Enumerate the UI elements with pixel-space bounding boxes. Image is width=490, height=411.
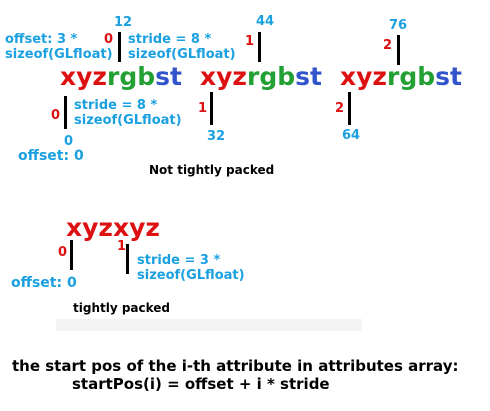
pointer-bar-32	[210, 92, 213, 125]
tight-stride-note: stride = 3 * sizeof(GLfloat)	[137, 253, 245, 283]
value-12: 12	[114, 15, 133, 30]
offset-note-line2: sizeof(GLfloat)	[5, 46, 113, 62]
divider-band	[56, 319, 362, 331]
value-64: 64	[342, 128, 361, 143]
marker-top-2: 2	[383, 38, 393, 53]
marker-top-1: 1	[245, 34, 255, 49]
formula-description: the start pos of the i-th attribute in a…	[12, 357, 459, 375]
tight-pointer-bar-1	[126, 244, 129, 274]
pointer-bar-44	[258, 32, 261, 62]
stride-note-top: stride = 8 * sizeof(GLfloat)	[128, 32, 236, 62]
xyz-attr: xyz	[340, 62, 387, 91]
tight-marker-1: 1	[117, 239, 127, 254]
tight-stride-note-line2: sizeof(GLfloat)	[137, 267, 245, 283]
stride-note-top-line2: sizeof(GLfloat)	[128, 46, 236, 62]
offset-note: offset: 3 * sizeof(GLfloat)	[5, 32, 113, 62]
tight-marker-0: 0	[58, 245, 68, 260]
value-44: 44	[256, 14, 275, 29]
stride-note-bottom-line1: stride = 8 *	[74, 98, 158, 113]
rgb-attr: rgb	[106, 62, 156, 91]
st-attr: st	[155, 62, 182, 91]
offset-note-line1: offset: 3 *	[5, 32, 78, 47]
value-0: 0	[64, 134, 74, 149]
pointer-bar-76	[397, 35, 400, 65]
marker-bottom-0: 0	[51, 108, 61, 123]
caption-not-tightly-packed: Not tightly packed	[149, 163, 275, 177]
tight-pointer-bar-0	[70, 240, 73, 270]
caption-tightly-packed: tightly packed	[73, 301, 171, 315]
stride-note-top-line1: stride = 8 *	[128, 32, 212, 47]
rgb-attr: rgb	[246, 62, 296, 91]
st-attr: st	[295, 62, 322, 91]
vertex-group-1: xyzrgbst	[60, 64, 182, 89]
xyz-attr: xyz	[60, 62, 107, 91]
marker-top-0: 0	[104, 32, 114, 47]
tight-stride-note-line1: stride = 3 *	[137, 253, 221, 268]
pointer-bar-0	[64, 96, 67, 129]
offset-zero-top: offset: 0	[18, 148, 84, 164]
vertex-group-2: xyzrgbst	[200, 64, 322, 89]
tight-offset-zero: offset: 0	[11, 275, 77, 291]
formula-expression: startPos(i) = offset + i * stride	[72, 375, 330, 393]
pointer-bar-12	[118, 32, 121, 62]
value-32: 32	[207, 129, 226, 144]
marker-bottom-2: 2	[335, 101, 345, 116]
vertex-group-3: xyzrgbst	[340, 64, 462, 89]
xyz-attr: xyz	[200, 62, 247, 91]
marker-bottom-1: 1	[198, 101, 208, 116]
stride-note-bottom: stride = 8 * sizeof(GLfloat)	[74, 98, 182, 128]
stride-note-bottom-line2: sizeof(GLfloat)	[74, 112, 182, 128]
st-attr: st	[435, 62, 462, 91]
pointer-bar-64	[348, 92, 351, 125]
value-76: 76	[389, 18, 408, 33]
rgb-attr: rgb	[386, 62, 436, 91]
tight-xyz-sequence: xyzxyz	[66, 213, 160, 242]
